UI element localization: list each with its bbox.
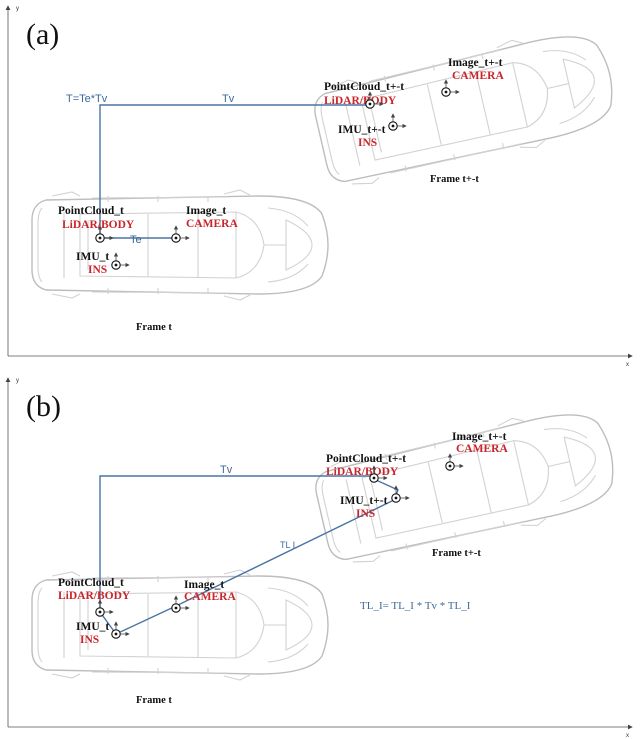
panel-a-car-t2	[308, 19, 623, 195]
panel-a-frame-t: Frame t	[136, 322, 172, 333]
panel-b-y-axis-label: y	[16, 378, 19, 384]
panel-b-pointcloud-t2: PointCloud_t+-t	[326, 453, 406, 465]
panel-b-lidar-t2: LiDAR/BODY	[326, 466, 399, 478]
panel-a-lidar-t: LiDAR/BODY	[62, 219, 135, 231]
panel-a-pointcloud-t: PointCloud_t	[58, 205, 124, 217]
panel-b-frame-t2: Frame t+-t	[432, 548, 481, 559]
panel-a-pointcloud-t2: PointCloud_t+-t	[324, 81, 404, 93]
panel-a-te-label: Te	[130, 234, 142, 246]
panel-b-imu-t2: IMU_t+-t	[340, 495, 388, 507]
panel-a-y-axis-label: y	[16, 6, 19, 12]
panel-a-lidar-t2: LiDAR/BODY	[324, 95, 397, 107]
panel-b-image-t: Image_t	[184, 579, 224, 591]
panel-a-tv-label: Tv	[222, 93, 235, 105]
panel-a-label: (a)	[26, 18, 59, 51]
panel-b-imu-sensor-icon	[112, 622, 129, 638]
panel-b-tli-label: TL I	[280, 540, 295, 550]
panel-a-ins-t2: INS	[358, 137, 377, 149]
panel-a-camera-t2-sensor-icon	[442, 80, 459, 96]
panel-a-camera-t: CAMERA	[186, 218, 238, 230]
panel-b-lidar-sensor-icon	[96, 600, 113, 616]
panel-b-x-axis-label: x	[626, 733, 629, 739]
panel-a-image-t2: Image_t+-t	[448, 57, 503, 69]
panel-a-x-axis-label: x	[626, 362, 629, 368]
panel-b-formula: TL_I= TL_I * Tv * TL_I	[360, 600, 471, 612]
panel-b: y x (b) Tv TL I TL_I= TL_I * Tv * TL_I P…	[5, 377, 633, 739]
panel-b-camera-t: CAMERA	[184, 591, 236, 603]
panel-a-camera-t2: CAMERA	[452, 70, 504, 82]
panel-a-imu-t: IMU_t	[76, 251, 109, 263]
panel-b-label: (b)	[26, 390, 61, 423]
panel-b-image-t2: Image_t+-t	[452, 431, 507, 443]
panel-a-image-t: Image_t	[186, 205, 226, 217]
panel-b-car-t2	[309, 397, 624, 573]
panel-a-imu-t2: IMU_t+-t	[338, 124, 386, 136]
panel-a-formula: T=Te*Tv	[66, 93, 108, 105]
panel-a-ins-t: INS	[88, 264, 107, 276]
panel-a-tv-path	[99, 104, 366, 238]
panel-b-lidar-t: LiDAR/BODY	[58, 590, 131, 602]
panel-b-camera-t2: CAMERA	[456, 443, 508, 455]
panel-a-imu-t2-sensor-icon	[389, 114, 406, 130]
panel-b-pointcloud-t: PointCloud_t	[58, 577, 124, 589]
panel-b-imu-t: IMU_t	[76, 621, 109, 633]
panel-a: y x (a) T=Te*Tv Tv Te PointCloud_t LiDAR…	[5, 5, 633, 368]
panel-a-imu-sensor-icon	[112, 253, 129, 269]
panel-b-tv-path	[99, 475, 374, 612]
panel-b-ins-t: INS	[80, 634, 99, 646]
panel-b-ins-t2: INS	[356, 508, 375, 520]
panel-b-tv-label: Tv	[220, 464, 233, 476]
panel-a-frame-t2: Frame t+-t	[430, 174, 479, 185]
panel-b-frame-t: Frame t	[136, 695, 172, 706]
